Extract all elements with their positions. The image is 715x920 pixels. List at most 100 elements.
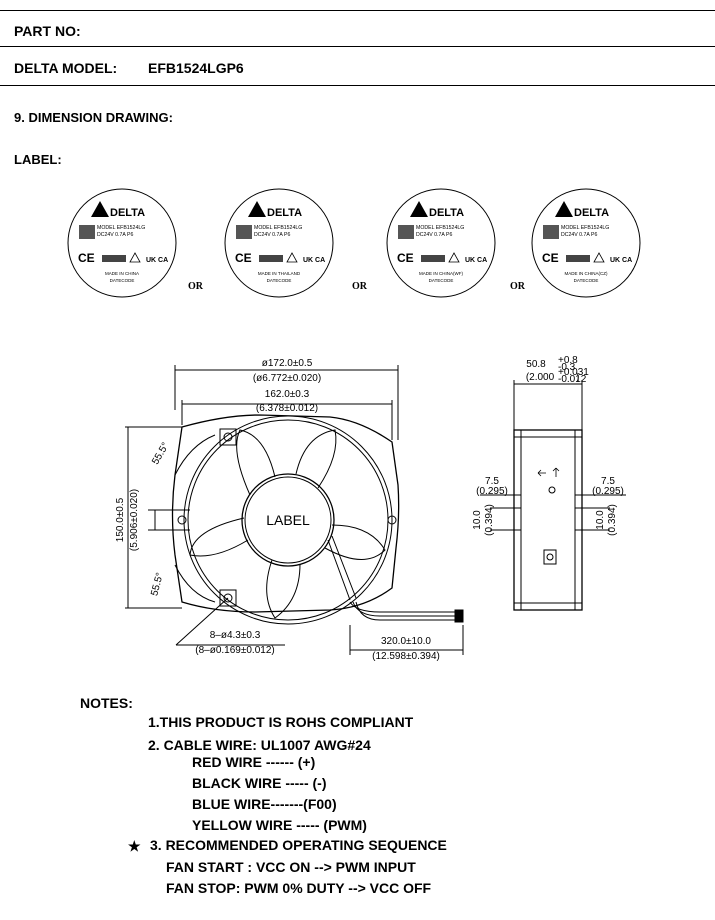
origin-text: MADE IN CHINA(WF) [419,271,463,276]
mount-hole [177,515,187,525]
dim-height: 150.0±0.5 [115,497,126,542]
fan-blade [236,429,276,496]
dimension-drawing: ø172.0±0.5 (ø6.772±0.020) 162.0±0.3 (6.3… [115,355,626,662]
dim-inner-width-in: (6.378±0.012) [256,403,318,414]
brand-text: DELTA [574,207,609,219]
or-text-3: OR [510,281,525,292]
rule-2 [0,85,715,86]
fan-blade [266,559,301,619]
ce-mark: CE [78,251,95,265]
ukca-mark: UK CA [465,257,487,264]
dim-depth-tol-plus: +0.8 [558,355,578,366]
wire-black: BLACK WIRE ----- (-) [192,775,327,791]
dim-angle-top: 55.5° [150,441,171,467]
ce-mark: CE [397,251,414,265]
brand-text: DELTA [267,207,302,219]
ul-mark-icon [102,255,126,262]
dim-outer-diameter-in: (ø6.772±0.020) [253,373,321,384]
dim-side-left-in: (0.295) [476,486,508,497]
model-line: MODEL EFB1524LG [254,225,302,231]
mount-hole [387,515,397,525]
label-title: LABEL: [14,152,62,167]
rule-1 [0,46,715,47]
brand-text: DELTA [429,207,464,219]
dim-slot-right: 10.0 [595,510,606,530]
fan-side-view [513,429,583,611]
star-icon: ★ [128,838,141,854]
or-text-1: OR [188,281,203,292]
fan-hub [241,473,335,567]
origin-text: MADE IN CHINA [105,271,139,276]
dim-side-right: 7.5 [601,476,615,487]
spec-line: DC24V 0.7A P6 [561,232,597,238]
dim-depth-in-tol-minus: -0.012 [558,374,587,385]
dim-inner-width: 162.0±0.3 [265,389,310,400]
dim-outer-diameter: ø172.0±0.5 [262,358,313,369]
dim-slot-right-in: (0.394) [607,504,618,536]
dimension-drawing-title: 9. DIMENSION DRAWING: [14,110,173,125]
dim-side-left: 7.5 [485,476,499,487]
dim-depth: 50.8 [526,359,546,370]
brand-text: DELTA [110,207,145,219]
dim-height-in: (5.906±0.020) [129,489,140,551]
ukca-mark: UK CA [146,257,168,264]
top-rule [0,10,715,11]
qr-code-icon [79,225,95,239]
fan-cable [349,601,455,613]
delta-logo-icon [248,201,266,217]
mount-hole [223,432,233,442]
dim-depth-tol-minus: -0.3 [558,362,576,373]
dim-angle-bottom: 55.5° [149,572,166,598]
ce-mark: CE [235,251,252,265]
qr-code-icon [236,225,252,239]
fan-stop-sequence: FAN STOP: PWM 0% DUTY --> VCC OFF [166,880,432,896]
warning-icon [129,252,141,263]
origin-text: MADE IN THAILAND [258,271,301,276]
hub-label-text: LABEL [266,512,310,528]
delta-logo-icon [410,201,428,217]
dim-depth-in-tol-plus: +0.031 [558,367,589,378]
notes-title: NOTES: [80,695,133,711]
origin-text: MADE IN CHINA(CZ) [565,271,608,276]
part-no-label: PART NO: [14,23,81,39]
warning-icon [448,252,460,263]
note-sequence: 3. RECOMMENDED OPERATING SEQUENCE [150,837,447,853]
spec-line: DC24V 0.7A P6 [254,232,290,238]
qr-code-icon [398,225,414,239]
warning-icon [286,252,298,263]
model-value: EFB1524LGP6 [148,60,244,76]
fan-blade [295,429,337,489]
or-text-2: OR [352,281,367,292]
wire-red: RED WIRE ------ (+) [192,754,316,770]
fan-blade [324,524,386,560]
spec-line: DC24V 0.7A P6 [416,232,452,238]
model-label: DELTA MODEL: [14,60,118,76]
mount-hole [223,593,233,603]
spec-line: DC24V 0.7A P6 [97,232,133,238]
datecode-text: DATECODE [110,278,135,283]
delta-logo-icon [91,201,109,217]
delta-logo-icon [555,201,573,217]
qr-code-icon [543,225,559,239]
dim-cable: 320.0±10.0 [381,636,431,647]
fan-start-sequence: FAN START : VCC ON --> PWM INPUT [166,859,416,875]
model-line: MODEL EFB1524LG [416,225,464,231]
datecode-text: DATECODE [267,278,292,283]
dim-depth-in-close: ) [576,372,579,383]
fan-frame-outline [171,414,400,613]
dim-side-right-in: (0.295) [592,486,624,497]
fan-venturi [183,415,393,625]
wire-yellow: YELLOW WIRE ----- (PWM) [192,817,367,833]
dim-slot-left-in: (0.394) [484,504,495,536]
note-rohs: 1.THIS PRODUCT IS ROHS COMPLIANT [148,714,414,730]
airflow-arrows [537,467,560,477]
ul-mark-icon [566,255,590,262]
note-cable: 2. CABLE WIRE: UL1007 AWG#24 [148,737,371,753]
ce-mark: CE [542,251,559,265]
dim-holes-in: (8–ø0.169±0.012) [195,645,274,656]
dim-depth-in: (2.000 [526,372,555,383]
fan-blade [189,517,249,557]
